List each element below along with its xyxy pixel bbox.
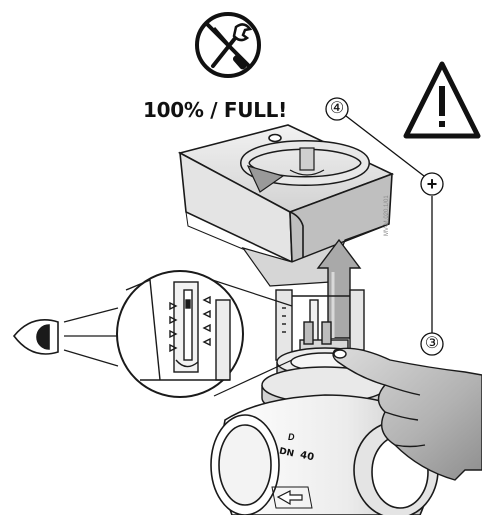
step-number-3: ③ <box>424 335 440 352</box>
step-number-4: ④ <box>329 100 345 117</box>
magnified-indicator-view <box>116 270 293 398</box>
step-leaders <box>325 97 444 356</box>
sight-lines <box>63 307 119 367</box>
warning-triangle-icon <box>403 61 481 139</box>
actuator-housing <box>177 124 395 287</box>
valve-letter-marking: D <box>288 432 295 442</box>
plus-direction-mark: + <box>426 174 438 194</box>
wrench-screwdriver-prohibited-icon <box>195 12 261 78</box>
full-stroke-heading: 100% / FULL! <box>143 98 287 122</box>
document-reference: MV-M.020.1/01 <box>384 195 390 236</box>
eye-icon <box>12 319 59 355</box>
rotation-arrow-icon <box>240 140 370 193</box>
hand-pressing-icon <box>332 347 482 481</box>
